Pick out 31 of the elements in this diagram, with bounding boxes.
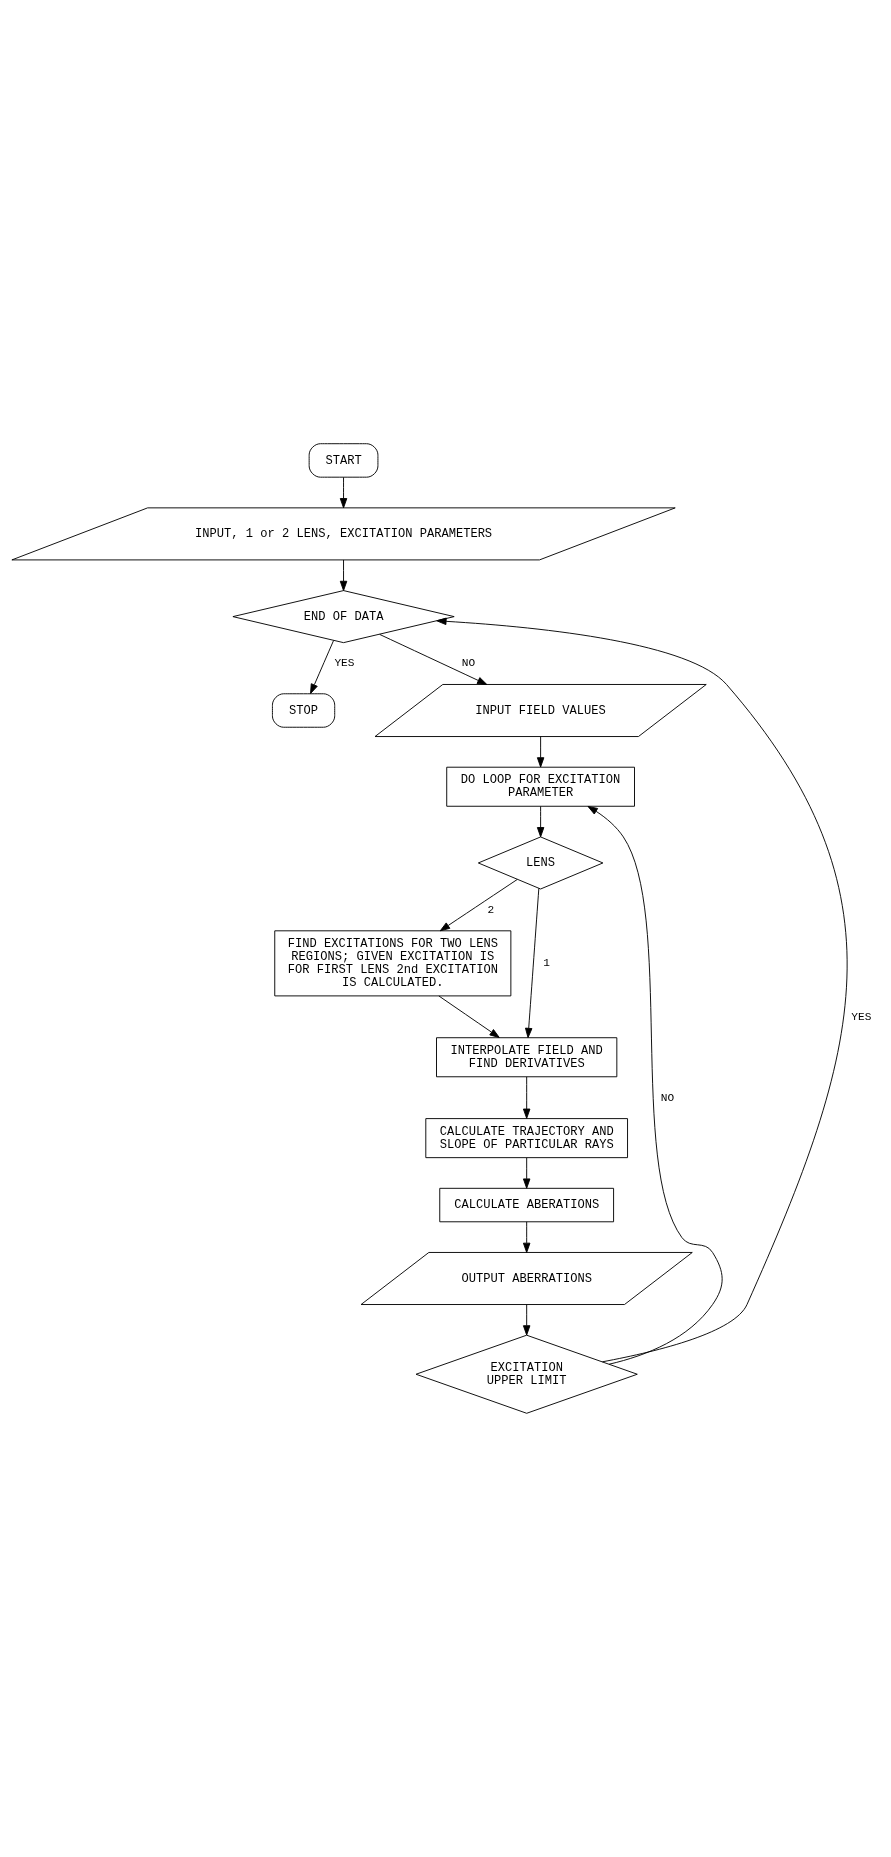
arrow — [522, 1076, 531, 1119]
arrow — [310, 640, 335, 694]
node-box: FIND EXCITATIONS FOR TWO LENS REGIONS; GIVEN EXCITATION IS FOR FIRST LENS 2nd EXCITATION IS CALCULATED. — [274, 930, 512, 997]
node-box: DO LOOP FOR EXCITATION PARAMETER — [446, 766, 635, 807]
node-box: CALCULATE ABERATIONS — [439, 1187, 615, 1223]
node-box: START — [308, 443, 379, 478]
edge-label: YES — [851, 1010, 872, 1023]
edge-label: 1 — [543, 957, 550, 970]
node-box: STOP — [271, 693, 336, 728]
arrow — [339, 559, 348, 592]
node-diamond: END OF DATA — [232, 590, 455, 644]
edge-label: NO — [461, 657, 476, 670]
arrow — [536, 736, 545, 768]
arrow — [522, 1221, 531, 1253]
arrow — [587, 805, 723, 1365]
edge-label: NO — [660, 1091, 675, 1104]
node-diamond: EXCITATION UPPER LIMIT — [415, 1334, 638, 1414]
node-diamond: LENS — [477, 836, 604, 890]
arrow — [436, 617, 848, 1363]
node-box: INTERPOLATE FIELD AND FIND DERIVATIVES — [436, 1037, 618, 1078]
arrow — [439, 879, 518, 932]
node-box: CALCULATE TRAJECTORY AND SLOPE OF PARTICULAR RAYS — [425, 1118, 628, 1159]
arrow — [339, 476, 348, 509]
arrow — [525, 887, 540, 1039]
arrow — [522, 1157, 531, 1189]
edge-label: 2 — [487, 903, 495, 916]
arrow — [379, 633, 488, 685]
arrow — [438, 995, 500, 1038]
edge-label: YES — [334, 657, 355, 670]
arrow — [536, 805, 545, 838]
arrow — [522, 1304, 531, 1336]
